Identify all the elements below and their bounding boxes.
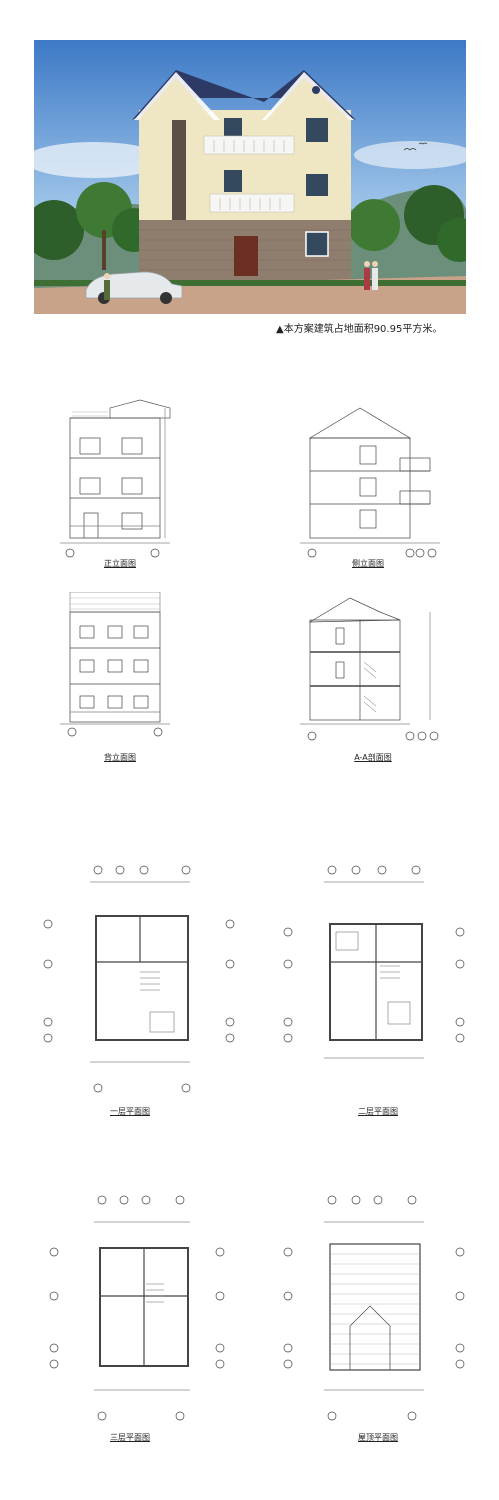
house-rendering (34, 40, 466, 314)
floor1-plan-drawing (40, 862, 240, 1102)
floor1-plan-title: 一层平面图 (110, 1107, 150, 1116)
area-caption: ▲本方案建筑占地面积90.95平方米。 (276, 324, 443, 335)
floor3-plan-title: 三层平面图 (110, 1433, 150, 1442)
back-elevation-title: 背立面图 (104, 753, 136, 762)
section-drawing (300, 592, 460, 742)
roof-plan-drawing (280, 1192, 480, 1432)
floor2-plan-drawing (280, 862, 480, 1102)
back-elevation-drawing (60, 592, 220, 742)
side-elevation-title: 侧立面图 (352, 559, 384, 568)
front-elevation-title: 正立面图 (104, 559, 136, 568)
section-title: A-A剖面图 (354, 753, 392, 762)
floor3-plan-drawing (40, 1192, 240, 1432)
front-elevation-drawing (60, 398, 220, 558)
floor2-plan-title: 二层平面图 (358, 1107, 398, 1116)
side-elevation-drawing (300, 398, 460, 558)
roof-plan-title: 屋顶平面图 (358, 1433, 398, 1442)
